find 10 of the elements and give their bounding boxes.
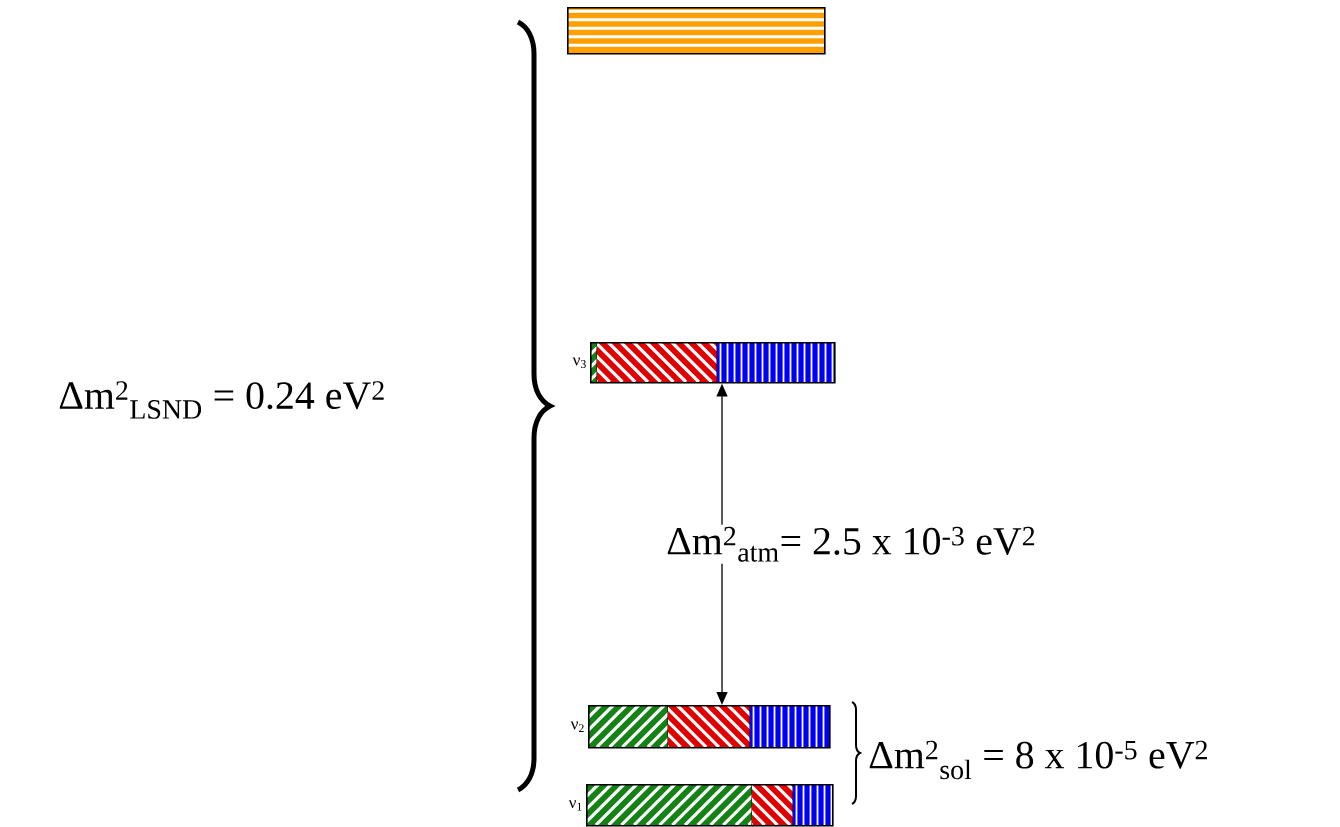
bar bbox=[586, 783, 834, 827]
formula-label: Δm$^{2}$$_{sol}$ = 8 x 10$^{-5}$ eV$^{2}$ bbox=[869, 740, 1207, 780]
bar bbox=[567, 7, 826, 55]
level-label: ν$_{1}$ bbox=[568, 800, 582, 811]
level-label: ν$_{2}$ bbox=[570, 721, 584, 732]
bar bbox=[590, 341, 836, 384]
edge-label: Δm$^{2}$$_{atm}$= 2.5 x 10$^{-3}$ eV$^{2}$ bbox=[664, 524, 1039, 564]
formula-label: Δm$^{2}$$_{LSND}$ = 0.24 eV$^{2}$ bbox=[59, 381, 384, 419]
level-label: ν$_{3}$ bbox=[572, 357, 586, 369]
bar bbox=[588, 704, 831, 749]
